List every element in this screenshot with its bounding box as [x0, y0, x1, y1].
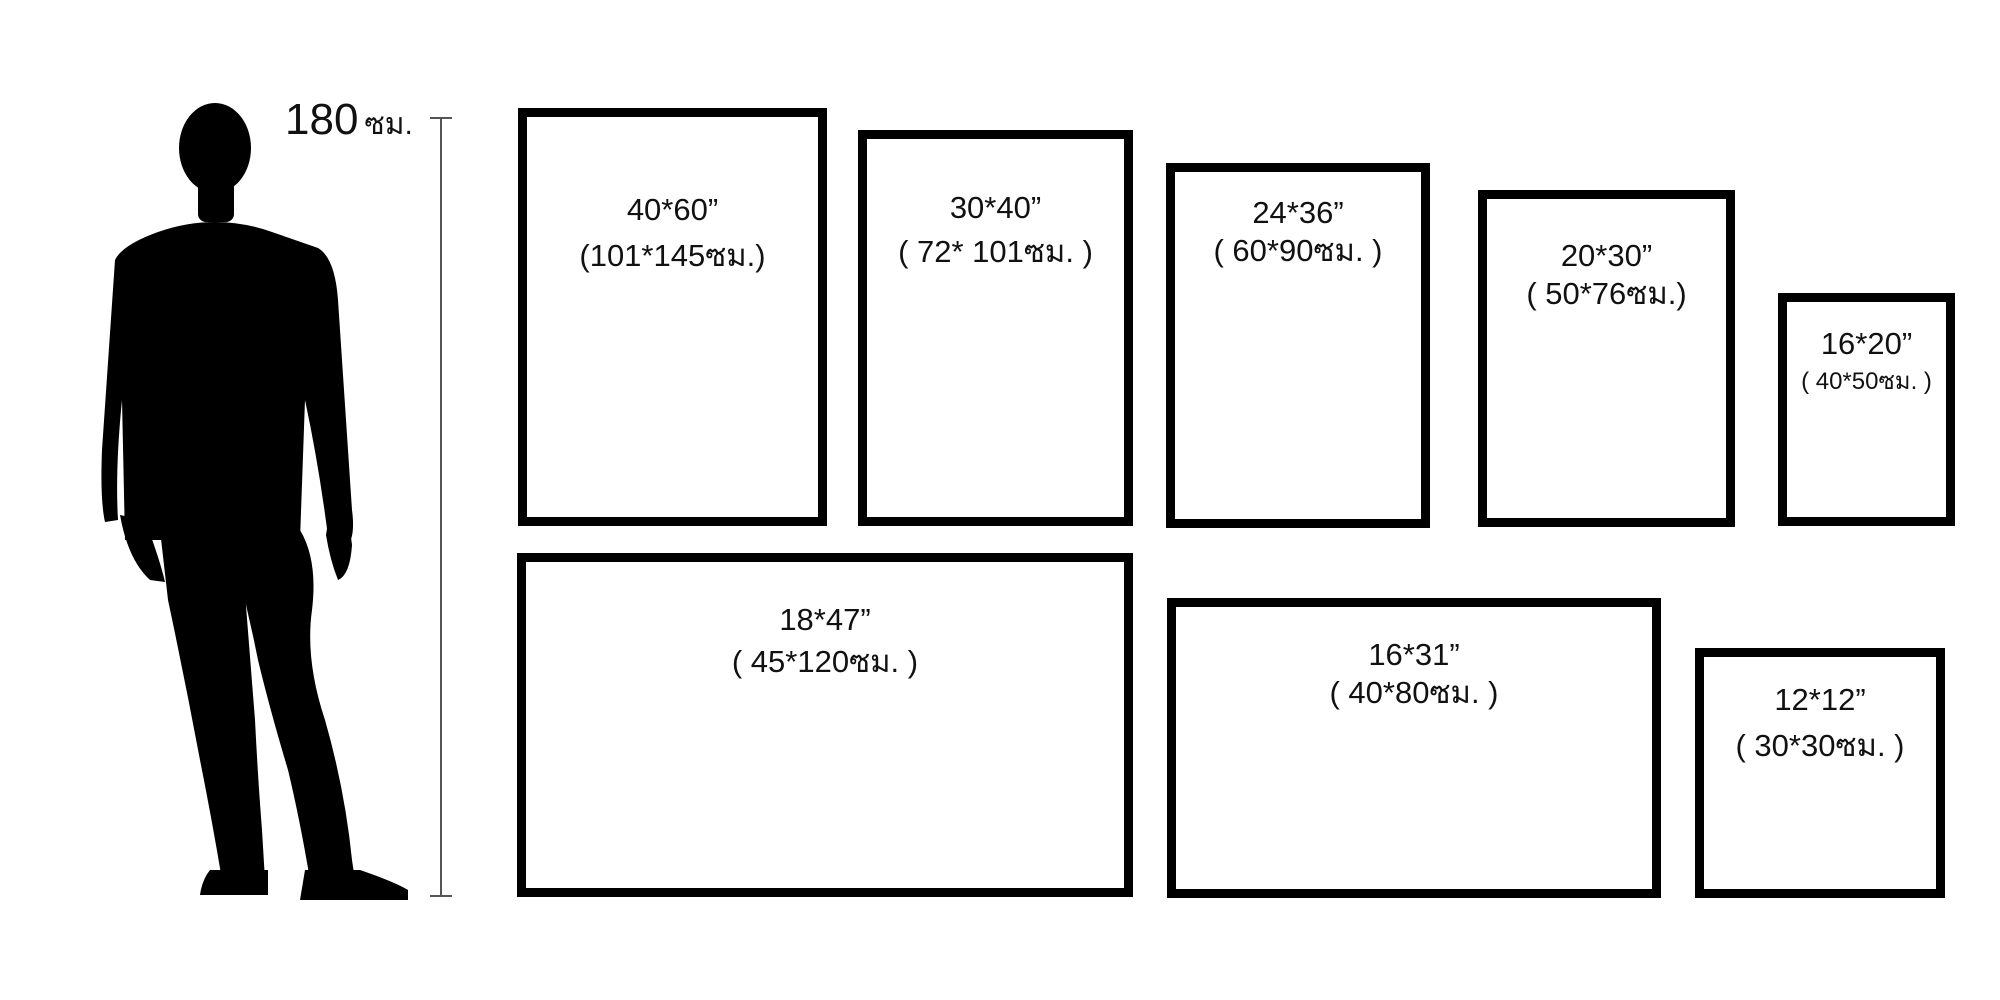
frame-label-cm: ( 40*50ซม. ) [1801, 367, 1932, 395]
frame-16x31: 16*31” ( 40*80ซม. ) [1167, 598, 1661, 898]
frame-24x36: 24*36” ( 60*90ซม. ) [1166, 163, 1430, 528]
frame-18x47: 18*47” ( 45*120ซม. ) [517, 553, 1133, 897]
frame-label-inch: 12*12” [1774, 682, 1866, 717]
height-value: 180 [285, 95, 359, 144]
frame-label-cm: (101*145ซม.) [579, 237, 766, 273]
frame-label-cm: ( 45*120ซม. ) [731, 643, 919, 679]
frame-label-inch: 20*30” [1560, 238, 1653, 273]
frame-label-inch: 16*20” [1820, 326, 1913, 361]
frame-30x40: 30*40” ( 72* 101ซม. ) [858, 130, 1133, 526]
frame-label-inch: 16*31” [1368, 637, 1460, 672]
frame-label-inch: 24*36” [1252, 195, 1344, 230]
frame-20x30: 20*30” ( 50*76ซม.) [1478, 190, 1735, 527]
frame-label-cm: ( 40*80ซม. ) [1329, 674, 1499, 710]
frame-label-cm: ( 60*90ซม. ) [1213, 232, 1383, 268]
height-unit: ซม. [364, 108, 413, 141]
frame-label-inch: 30*40” [949, 190, 1042, 225]
frame-label-cm: ( 72* 101ซม. ) [898, 233, 1093, 269]
frame-12x12: 12*12” ( 30*30ซม. ) [1695, 648, 1945, 898]
frame-label-cm: ( 50*76ซม.) [1526, 275, 1687, 311]
frame-label-inch: 18*47” [779, 602, 871, 637]
frame-label-cm: ( 30*30ซม. ) [1735, 727, 1905, 763]
frame-label-inch: 40*60” [626, 192, 719, 227]
frame-40x60: 40*60” (101*145ซม.) [518, 108, 827, 526]
frame-16x20: 16*20” ( 40*50ซม. ) [1778, 293, 1955, 526]
